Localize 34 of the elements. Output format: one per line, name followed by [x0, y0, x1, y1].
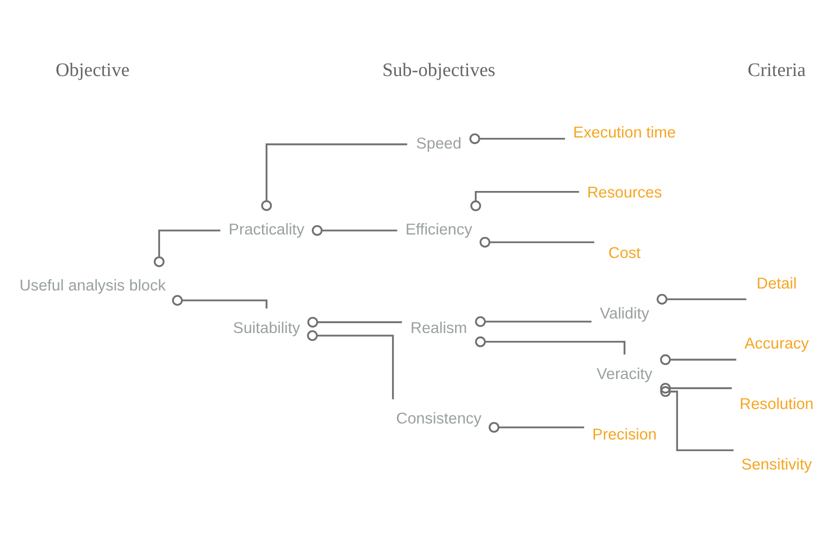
connector [469, 133, 566, 144]
connector [312, 225, 398, 236]
node-text: Validity [600, 306, 650, 323]
node-text: Efficiency [405, 222, 472, 239]
node-text: Execution time [573, 124, 676, 142]
node-text: Speed [416, 135, 462, 152]
node-text: Practicality [228, 222, 304, 239]
node-text: Resources [587, 184, 662, 202]
connector [660, 382, 732, 394]
connector [307, 330, 394, 400]
node-text: Accuracy [744, 336, 809, 353]
connector [475, 316, 592, 327]
connector [154, 230, 220, 268]
node-text: Veracity [596, 366, 652, 383]
label: Criteria [748, 60, 806, 82]
node-text: Useful analysis block [19, 278, 166, 295]
node-text: Resolution [740, 396, 814, 414]
node-text: Sensitivity [741, 456, 812, 474]
connector [660, 354, 736, 366]
label: Objective [56, 60, 130, 82]
connector [660, 386, 734, 452]
node-text: Detail [756, 275, 797, 292]
connector [656, 294, 746, 305]
node-text: Precision [592, 426, 657, 444]
connector [480, 236, 594, 248]
label: Sub-objectives [382, 60, 496, 82]
connector [488, 422, 584, 433]
connector [307, 316, 402, 328]
connector [261, 143, 408, 211]
connector [470, 190, 580, 212]
node-text: Realism [410, 320, 468, 338]
node-text: Consistency [396, 410, 482, 428]
node-text: Suitability [233, 320, 300, 338]
node-text: Cost [608, 245, 641, 262]
